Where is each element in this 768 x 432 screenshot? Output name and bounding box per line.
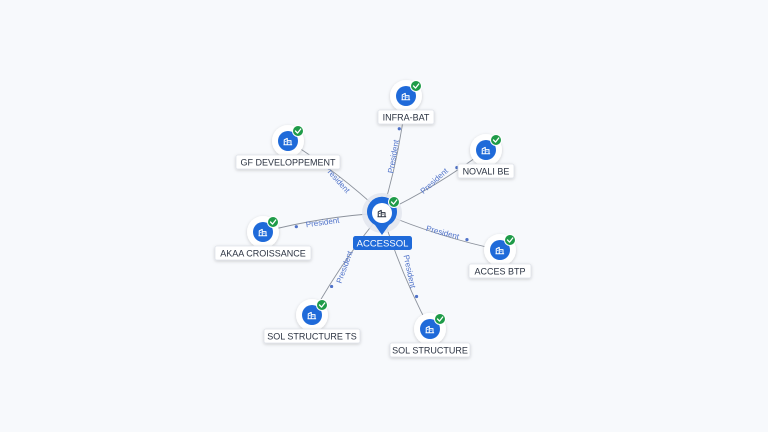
node-label: INFRA-BAT (383, 113, 430, 123)
node-label-box (468, 263, 532, 279)
center-label-box (353, 236, 412, 250)
node-akaa-croissance[interactable]: AKAA CROISSANCE (214, 216, 312, 261)
node-label-box (457, 163, 515, 179)
edge-arrow (294, 225, 298, 229)
node-acces-btp[interactable]: ACCES BTP (468, 234, 532, 279)
verified-check-icon (410, 80, 422, 92)
verified-check-icon (267, 216, 279, 228)
edge-label: President (335, 249, 355, 285)
edge-label: President (305, 216, 340, 230)
center-node[interactable]: ACCESSOL (353, 193, 412, 250)
edge-arrow (330, 284, 334, 289)
node-label: SOL STRUCTURE (392, 346, 468, 356)
node-label: GF DEVELOPPEMENT (240, 158, 336, 168)
verified-check-icon (388, 196, 400, 208)
node-label: NOVALI BE (463, 167, 510, 177)
edge-arrow (397, 127, 401, 131)
nodes-layer: INFRA-BAT NOVALI BE ACCES BTP SOL STRUCTURE… (214, 80, 532, 358)
node-label-box (214, 245, 312, 261)
node-label-box (389, 342, 471, 358)
edge-arrow (465, 238, 469, 242)
node-label: SOL STRUCTURE TS (267, 332, 357, 342)
verified-check-icon (292, 125, 304, 137)
edge-label: President (425, 224, 461, 242)
node-label-box (235, 154, 341, 170)
edge-label: President (402, 254, 418, 290)
verified-check-icon (316, 299, 328, 311)
verified-check-icon (504, 234, 516, 246)
node-label-box (377, 109, 435, 125)
edge-arrow (414, 294, 419, 299)
node-infra-bat[interactable]: INFRA-BAT (377, 80, 435, 125)
node-label: ACCES BTP (474, 267, 525, 277)
edge-label: President (386, 138, 401, 174)
node-gf-developpement[interactable]: GF DEVELOPPEMENT (235, 125, 341, 170)
verified-check-icon (434, 313, 446, 325)
node-novali-be[interactable]: NOVALI BE (457, 134, 515, 179)
center-label: ACCESSOL (357, 239, 409, 250)
node-sol-structure-ts[interactable]: SOL STRUCTURE TS (263, 299, 361, 344)
edge-label: President (419, 166, 451, 196)
node-label: AKAA CROISSANCE (220, 249, 306, 259)
verified-check-icon (490, 134, 502, 146)
node-sol-structure[interactable]: SOL STRUCTURE (389, 313, 471, 358)
node-label-box (263, 328, 361, 344)
